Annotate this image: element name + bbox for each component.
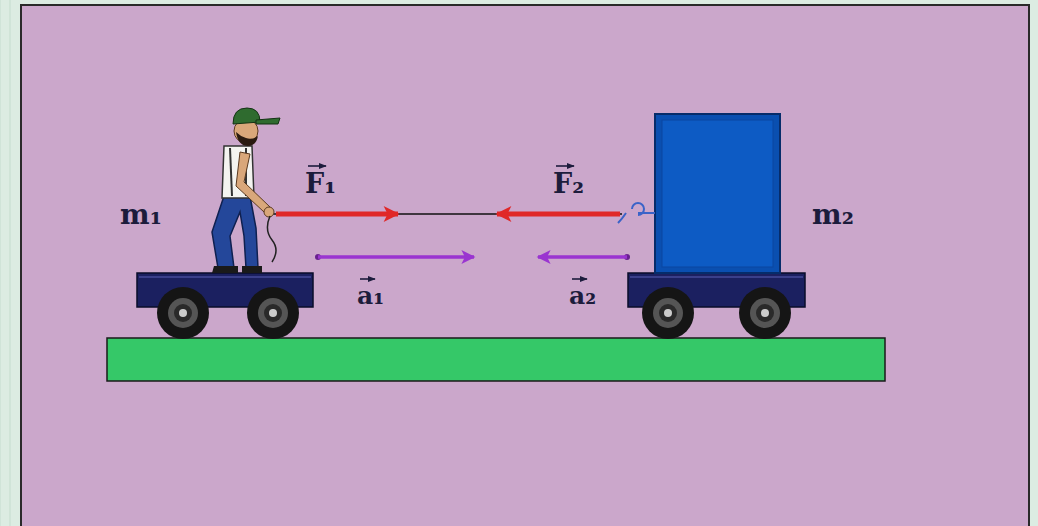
force-arrow bbox=[276, 212, 398, 217]
acceleration-arrow bbox=[318, 255, 474, 259]
force-label: F₂ bbox=[553, 170, 584, 197]
cart-2 bbox=[628, 273, 805, 339]
acceleration-label: a₂ bbox=[569, 283, 596, 308]
mass-label: m₁ bbox=[120, 201, 162, 229]
rope bbox=[272, 213, 622, 215]
hook bbox=[618, 203, 655, 223]
ground-bar bbox=[107, 338, 885, 381]
force-label: F₁ bbox=[305, 170, 336, 197]
mass-label: m₂ bbox=[812, 201, 854, 229]
force-arrow bbox=[497, 212, 620, 217]
grid bbox=[0, 0, 10, 526]
cart-1 bbox=[137, 273, 313, 339]
man-figure bbox=[212, 108, 280, 273]
blue-box bbox=[655, 114, 780, 273]
panel bbox=[21, 5, 1029, 526]
vector-mark bbox=[308, 166, 587, 279]
acceleration-label: a₁ bbox=[357, 283, 384, 308]
acceleration-arrow bbox=[538, 255, 627, 259]
